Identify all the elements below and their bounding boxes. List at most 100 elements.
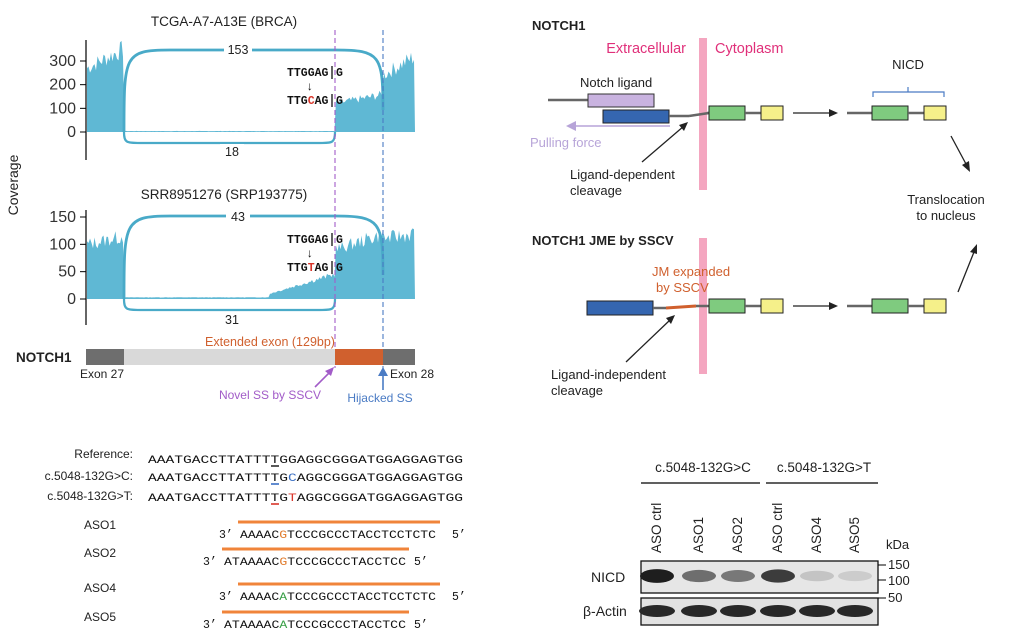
cleavage-arrowhead: [679, 122, 688, 131]
extracellular-label: Extracellular: [606, 41, 686, 57]
lane-label: ASO ctrl: [770, 503, 785, 553]
receptor-stem: [688, 111, 710, 118]
novel-ss-arrowhead: [325, 367, 334, 376]
marker-100: 100: [888, 573, 910, 588]
nicd-band: [838, 570, 872, 582]
sequence-ref-end: G: [336, 234, 343, 247]
junction-arc-bottom: [122, 131, 337, 145]
lane-label: ASO4: [809, 516, 824, 553]
nicd-band: [721, 570, 755, 582]
actin-band: [760, 605, 796, 617]
sequence-alt-end: G: [336, 95, 343, 108]
junction-arc-top: [122, 48, 385, 133]
y-tick-label: 50: [58, 264, 76, 281]
actin-blot-label: β-Actin: [583, 603, 627, 619]
junction-count-bottom: 18: [225, 145, 239, 159]
nicd-domain-released: [871, 105, 909, 121]
translocation-arrow: [950, 135, 967, 165]
mutation-arrow: ↓: [306, 80, 313, 94]
coverage-area: [87, 40, 415, 132]
aso-3prime: 3’: [219, 529, 233, 542]
group-label-c: c.5048-132G>C: [655, 460, 751, 475]
aso-5prime: 5’: [414, 619, 428, 632]
jme-tad-domain: [760, 298, 784, 314]
schematic-title: NOTCH1: [532, 18, 585, 33]
nicd-blot-label: NICD: [591, 569, 625, 585]
nicd-band: [682, 569, 716, 583]
novel-ss-label: Novel SS by SSCV: [219, 388, 321, 402]
sequence-ref: TTGGAG: [287, 67, 329, 80]
aso-name: ASO2: [84, 546, 116, 560]
exon-27: [86, 349, 124, 365]
notch-ligand-label: Notch ligand: [580, 75, 652, 90]
release-arrowhead: [829, 109, 838, 117]
jme-release-arrowhead: [829, 302, 838, 310]
nicd-band: [761, 569, 795, 583]
extended-exon: [335, 349, 383, 365]
jme-translocation-arrowhead: [970, 244, 977, 254]
aso-5prime: 5’: [452, 591, 466, 604]
track-title: SRR8951276 (SRP193775): [141, 187, 308, 202]
cytoplasm-label: Cytoplasm: [715, 41, 784, 57]
aso-name: ASO1: [84, 518, 116, 532]
schematic-panel: NOTCH1 Extracellular Cytoplasm Notch lig…: [530, 18, 985, 398]
group-label-t: c.5048-132G>T: [777, 460, 871, 475]
nicd-label: NICD: [892, 57, 924, 72]
aso-name: ASO4: [84, 581, 116, 595]
aso-name: ASO5: [84, 610, 116, 624]
jme-translocation-arrow: [957, 251, 975, 293]
lane-label: ASO5: [847, 517, 862, 553]
sequence-alt: TTGTAG: [287, 262, 329, 275]
exon-27-label: Exon 27: [80, 367, 124, 381]
gene-label: NOTCH1: [16, 350, 72, 365]
actin-band: [837, 605, 873, 617]
pulling-force-label: Pulling force: [530, 135, 602, 150]
actin-band: [681, 605, 717, 617]
jme-extracellular-domain: [586, 300, 654, 316]
exon-28-label: Exon 28: [390, 367, 434, 381]
coverage-area: [87, 228, 415, 299]
junction-count-top: 153: [228, 43, 249, 57]
marker-150: 150: [888, 557, 910, 572]
mutation-arrow: ↓: [306, 247, 313, 261]
sequence-row-label: c.5048-132G>T:: [47, 489, 133, 503]
track-title: TCGA-A7-A13E (BRCA): [151, 14, 297, 29]
junction-count-bottom: 31: [225, 313, 239, 327]
jm-expanded-segment: [665, 304, 697, 310]
aso-3prime: 3’: [219, 591, 233, 604]
tad-domain: [760, 105, 784, 121]
marker-50: 50: [888, 590, 902, 605]
actin-band: [639, 605, 675, 617]
junction-arc-top: [122, 214, 385, 300]
y-tick-label: 100: [49, 236, 76, 253]
sequence-alt-end: G: [336, 262, 343, 275]
exon-28: [383, 349, 415, 365]
pulling-force-arrowhead: [566, 121, 576, 131]
sequence-ref: TTGGAG: [287, 234, 329, 247]
hijacked-ss-label: Hijacked SS: [347, 391, 412, 405]
nicd-band: [640, 569, 674, 583]
lane-label: ASO2: [730, 517, 745, 553]
aso-5prime: 5’: [414, 556, 428, 569]
independent-cleavage-arrowhead: [666, 315, 675, 324]
jme-nicd-released: [871, 298, 909, 314]
